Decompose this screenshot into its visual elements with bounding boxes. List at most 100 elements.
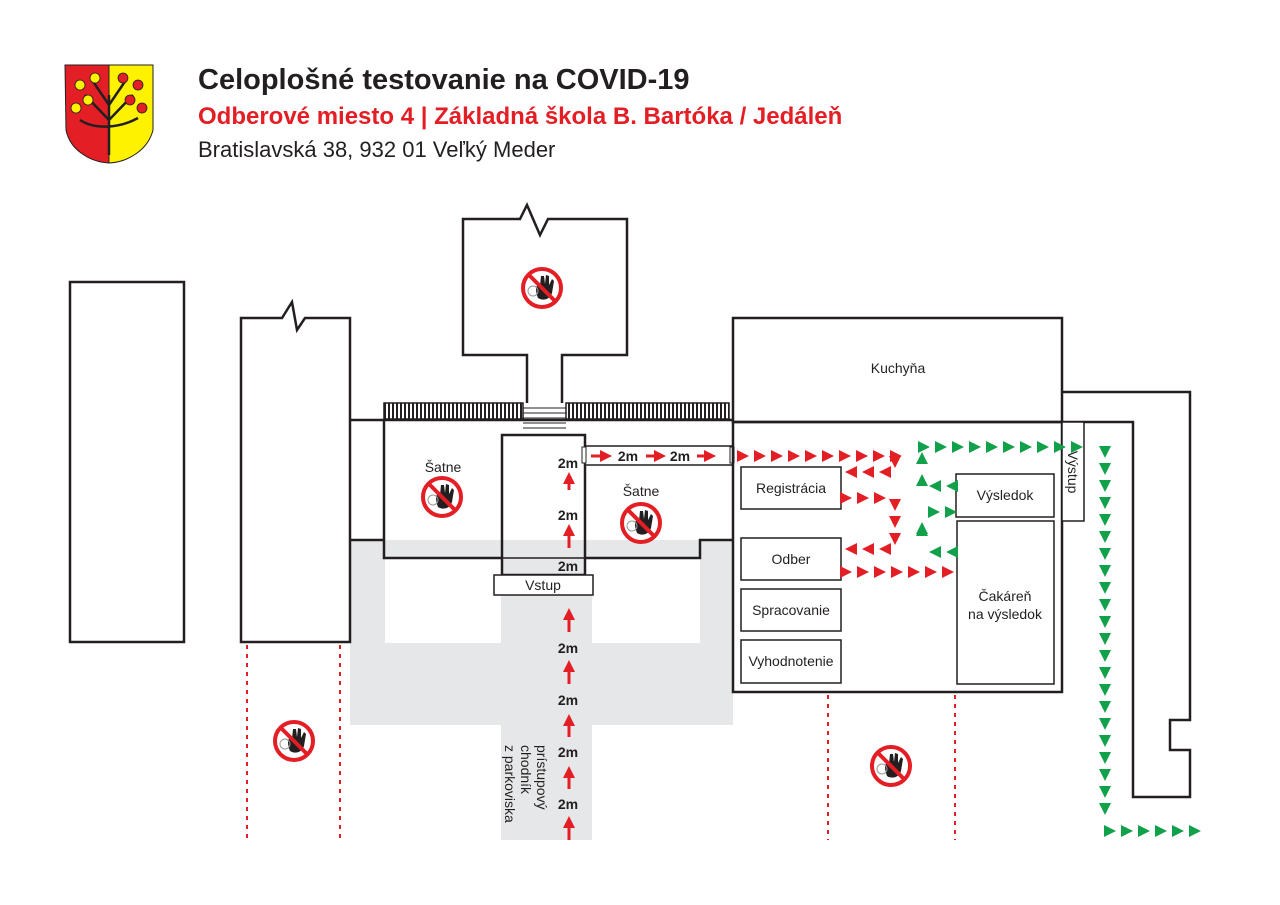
exit-route-arrow — [1099, 531, 1111, 543]
entry-route-arrow — [862, 466, 874, 478]
cloakroom-right-label: Šatne — [623, 483, 660, 499]
entry-route-arrow — [879, 466, 891, 478]
processing-label: Spracovanie — [752, 602, 830, 618]
distance-label: 2m — [558, 692, 578, 708]
entry-route-arrow — [754, 450, 766, 462]
exit-route-arrow — [1099, 752, 1111, 764]
boundary-lines — [246, 645, 956, 840]
entry-route-arrow — [857, 566, 869, 578]
walkway-area — [350, 540, 733, 840]
exit-route-arrow — [929, 480, 941, 492]
distance-label: 2m — [670, 448, 690, 464]
entrance-box — [493, 574, 594, 596]
no-entry-icon — [870, 745, 912, 787]
distance-label: 2m — [558, 507, 578, 523]
walkway-label-1: prístupový — [534, 745, 550, 810]
exit-route-arrow — [1099, 684, 1111, 696]
entry-route-arrow — [845, 543, 857, 555]
exit-route-arrow — [1099, 599, 1111, 611]
entry-route-arrow — [908, 566, 920, 578]
exit-route-arrow — [1037, 441, 1049, 453]
hall-walls — [350, 418, 733, 560]
building-left — [68, 280, 186, 644]
distance-label: 2m — [558, 640, 578, 656]
entry-route-arrow — [563, 714, 575, 726]
exit-route-arrow — [1099, 633, 1111, 645]
sampling-label: Odber — [772, 551, 811, 567]
exit-route-arrow — [1099, 565, 1111, 577]
entry-route-arrow — [845, 466, 857, 478]
exit-route-arrow — [1099, 548, 1111, 560]
kitchen-label: Kuchyňa — [871, 360, 926, 376]
site-address: Bratislavská 38, 932 01 Veľký Meder — [198, 137, 555, 162]
exit-route-arrow — [1104, 825, 1116, 837]
entry-route-arrow — [704, 450, 716, 462]
exit-route-arrow — [1099, 463, 1111, 475]
exit-route-arrow — [928, 506, 940, 518]
entry-route-arrow — [737, 450, 749, 462]
distance-label: 2m — [558, 796, 578, 812]
exit-route-arrow — [946, 546, 958, 558]
distance-label: 2m — [558, 744, 578, 760]
walkway-label-2: chodník — [518, 745, 534, 795]
exit-route-arrow — [1099, 701, 1111, 713]
exit-route-arrow — [1138, 825, 1150, 837]
exit-route-arrow — [946, 480, 958, 492]
exit-route-arrow — [1071, 441, 1083, 453]
exit-route-arrow — [916, 474, 928, 486]
exit-route-arrow — [1099, 786, 1111, 798]
exit-route-arrow — [929, 546, 941, 558]
exit-route-arrow — [1155, 825, 1167, 837]
entry-route-arrow — [942, 566, 954, 578]
exit-route-arrow — [1099, 667, 1111, 679]
waiting-label-1: Čakáreň — [979, 588, 1032, 604]
entry-route-arrow — [563, 524, 575, 536]
entry-route-arrow — [857, 492, 869, 504]
entry-route-arrow — [889, 533, 901, 545]
entry-route-arrow — [840, 492, 852, 504]
exit-route-arrow — [1099, 769, 1111, 781]
exit-route-arrow — [916, 522, 928, 534]
dining-hall — [731, 420, 1064, 694]
entry-route-arrow — [771, 450, 783, 462]
distance-label: 2m — [558, 558, 578, 574]
entrance-label: Vstup — [525, 577, 561, 593]
waiting-label-2: na výsledok — [968, 606, 1043, 622]
distance-label: 2m — [558, 455, 578, 471]
exit-route-arrow — [1172, 825, 1184, 837]
entry-route-arrow — [873, 450, 885, 462]
building-second — [239, 298, 352, 644]
exit-route-arrow — [1099, 497, 1111, 509]
route-arrows — [563, 441, 1201, 840]
evaluation-label: Vyhodnotenie — [748, 653, 833, 669]
exit-route-arrow — [1099, 650, 1111, 662]
exit-route-arrow — [1099, 616, 1111, 628]
room-registration — [740, 466, 842, 510]
entry-route-arrow — [891, 566, 903, 578]
exit-route-arrow — [1099, 514, 1111, 526]
entry-route-arrow — [889, 456, 901, 468]
entry-route-arrow — [788, 450, 800, 462]
entry-route-arrow — [874, 492, 886, 504]
exit-route-arrow — [918, 441, 930, 453]
room-sampling — [740, 537, 842, 581]
hatched-wall — [383, 402, 730, 420]
exit-route-arrow — [1099, 803, 1111, 815]
site-subtitle: Odberové miesto 4 | Základná škola B. Ba… — [198, 103, 842, 130]
stairs — [523, 407, 566, 429]
exit-route-arrow — [1054, 441, 1066, 453]
exit-route-arrow — [1099, 718, 1111, 730]
room-processing — [740, 588, 842, 632]
exit-route-arrow — [1189, 825, 1201, 837]
distance-label: 2m — [618, 448, 638, 464]
no-entry-icon — [521, 267, 563, 309]
exit-route-arrow — [969, 441, 981, 453]
entry-route-arrow — [654, 450, 666, 462]
building-north — [461, 202, 629, 403]
exit-route-arrow — [1099, 480, 1111, 492]
entry-route-arrow — [563, 472, 575, 484]
exit-route-arrow — [935, 441, 947, 453]
page-title: Celoplošné testovanie na COVID-19 — [198, 64, 690, 96]
entry-route-arrow — [822, 450, 834, 462]
exit-route-arrow — [1099, 446, 1111, 458]
